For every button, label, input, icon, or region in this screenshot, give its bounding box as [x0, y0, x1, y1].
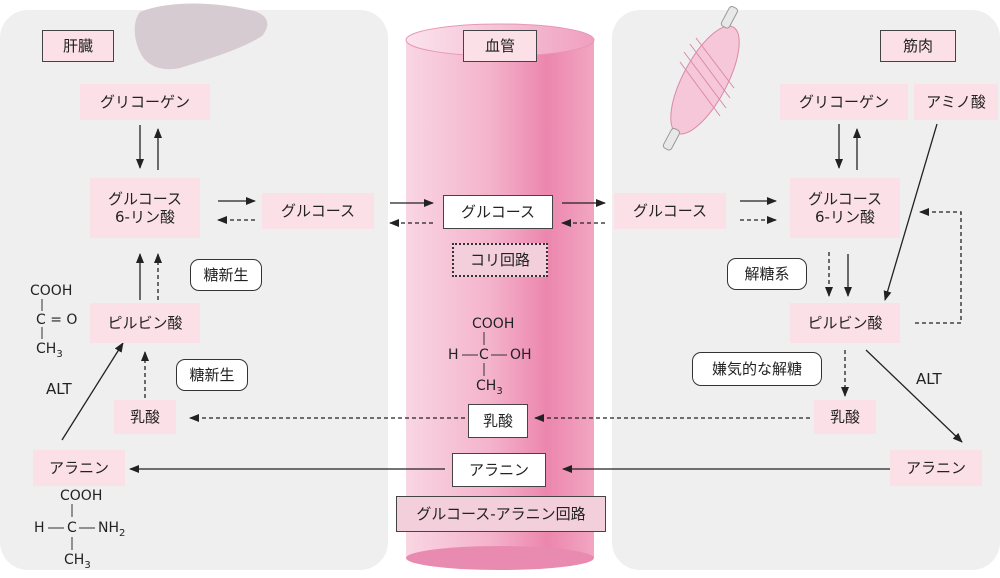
- muscle-g6p-line1: グルコース: [808, 190, 882, 208]
- pyruvate-ch: CH: [36, 341, 57, 357]
- blood-vessel-header: 血管: [463, 30, 537, 62]
- alanine-c: C: [67, 520, 77, 536]
- liver-illustration: [134, 3, 268, 70]
- liver-g6p-line2: 6-リン酸: [115, 208, 175, 226]
- liver-glucose-6-phosphate-box: グルコース 6-リン酸: [90, 178, 200, 238]
- liver-g6p-line1: グルコース: [108, 190, 182, 208]
- blood-vessel-illustration: [405, 23, 595, 570]
- muscle-glucose-box: グルコース: [614, 193, 726, 229]
- alanine-h: H: [34, 520, 45, 536]
- liver-alt-label: ALT: [46, 380, 72, 398]
- liver-pyruvate-box: ピルビン酸: [90, 303, 200, 343]
- muscle-header: 筋肉: [880, 30, 956, 62]
- lactate-h: H: [448, 347, 459, 363]
- blood-glucose-box: グルコース: [443, 195, 553, 229]
- alanine-structure-bonds: [48, 504, 95, 550]
- muscle-glycolysis-callout: 解糖系: [727, 258, 807, 290]
- muscle-amino-acid-box: アミノ酸: [914, 84, 998, 120]
- muscle-g6p-line2: 6-リン酸: [815, 208, 875, 226]
- pyruvate-cooh: COOH: [30, 283, 73, 299]
- muscle-glucose-6-phosphate-box: グルコース 6-リン酸: [790, 178, 900, 238]
- alanine-nh: NH: [98, 520, 119, 536]
- alanine-cooh: COOH: [60, 488, 103, 504]
- alanine-nh2: NH2: [98, 520, 125, 542]
- lactate-ch: CH: [476, 378, 497, 394]
- lactate-sub3: 3: [496, 385, 503, 397]
- liver-glycogen-box: グリコーゲン: [80, 84, 210, 120]
- muscle-alanine-box: アラニン: [890, 450, 982, 486]
- lactate-cooh: COOH: [472, 316, 515, 332]
- liver-glucose-box: グルコース: [262, 193, 374, 229]
- lactate-structure-bonds: [462, 332, 507, 376]
- liver-lactate-box: 乳酸: [114, 400, 176, 434]
- glucose-alanine-cycle-box: グルコース-アラニン回路: [396, 496, 606, 532]
- pyruvate-sub3: 3: [56, 348, 63, 360]
- cori-cycle-box: コリ回路: [452, 243, 548, 277]
- blood-lactate-box: 乳酸: [468, 404, 528, 438]
- alanine-sub3: 3: [84, 559, 91, 571]
- pyruvate-ch3: CH3: [36, 341, 63, 363]
- lactate-c: C: [479, 347, 489, 363]
- liver-gluconeogenesis-lower-callout: 糖新生: [176, 359, 248, 391]
- muscle-alt-label: ALT: [916, 370, 942, 388]
- muscle-lactate-box: 乳酸: [814, 400, 876, 434]
- muscle-illustration: [662, 5, 740, 151]
- alanine-sub2: 2: [119, 527, 126, 539]
- muscle-glycogen-box: グリコーゲン: [780, 84, 908, 120]
- liver-gluconeogenesis-upper-callout: 糖新生: [190, 259, 262, 291]
- lactate-ch3: CH3: [476, 378, 503, 400]
- muscle-anaerobic-glycolysis-callout: 嫌気的な解糖: [692, 352, 822, 386]
- lactate-oh: OH: [510, 347, 532, 363]
- alanine-ch3: CH3: [64, 552, 91, 574]
- alanine-ch: CH: [64, 552, 85, 568]
- pyruvate-c-o: C = O: [36, 312, 78, 328]
- liver-header: 肝臓: [42, 30, 114, 62]
- liver-alanine-box: アラニン: [33, 450, 125, 486]
- blood-alanine-box: アラニン: [452, 453, 546, 487]
- muscle-pyruvate-box: ピルビン酸: [790, 303, 900, 343]
